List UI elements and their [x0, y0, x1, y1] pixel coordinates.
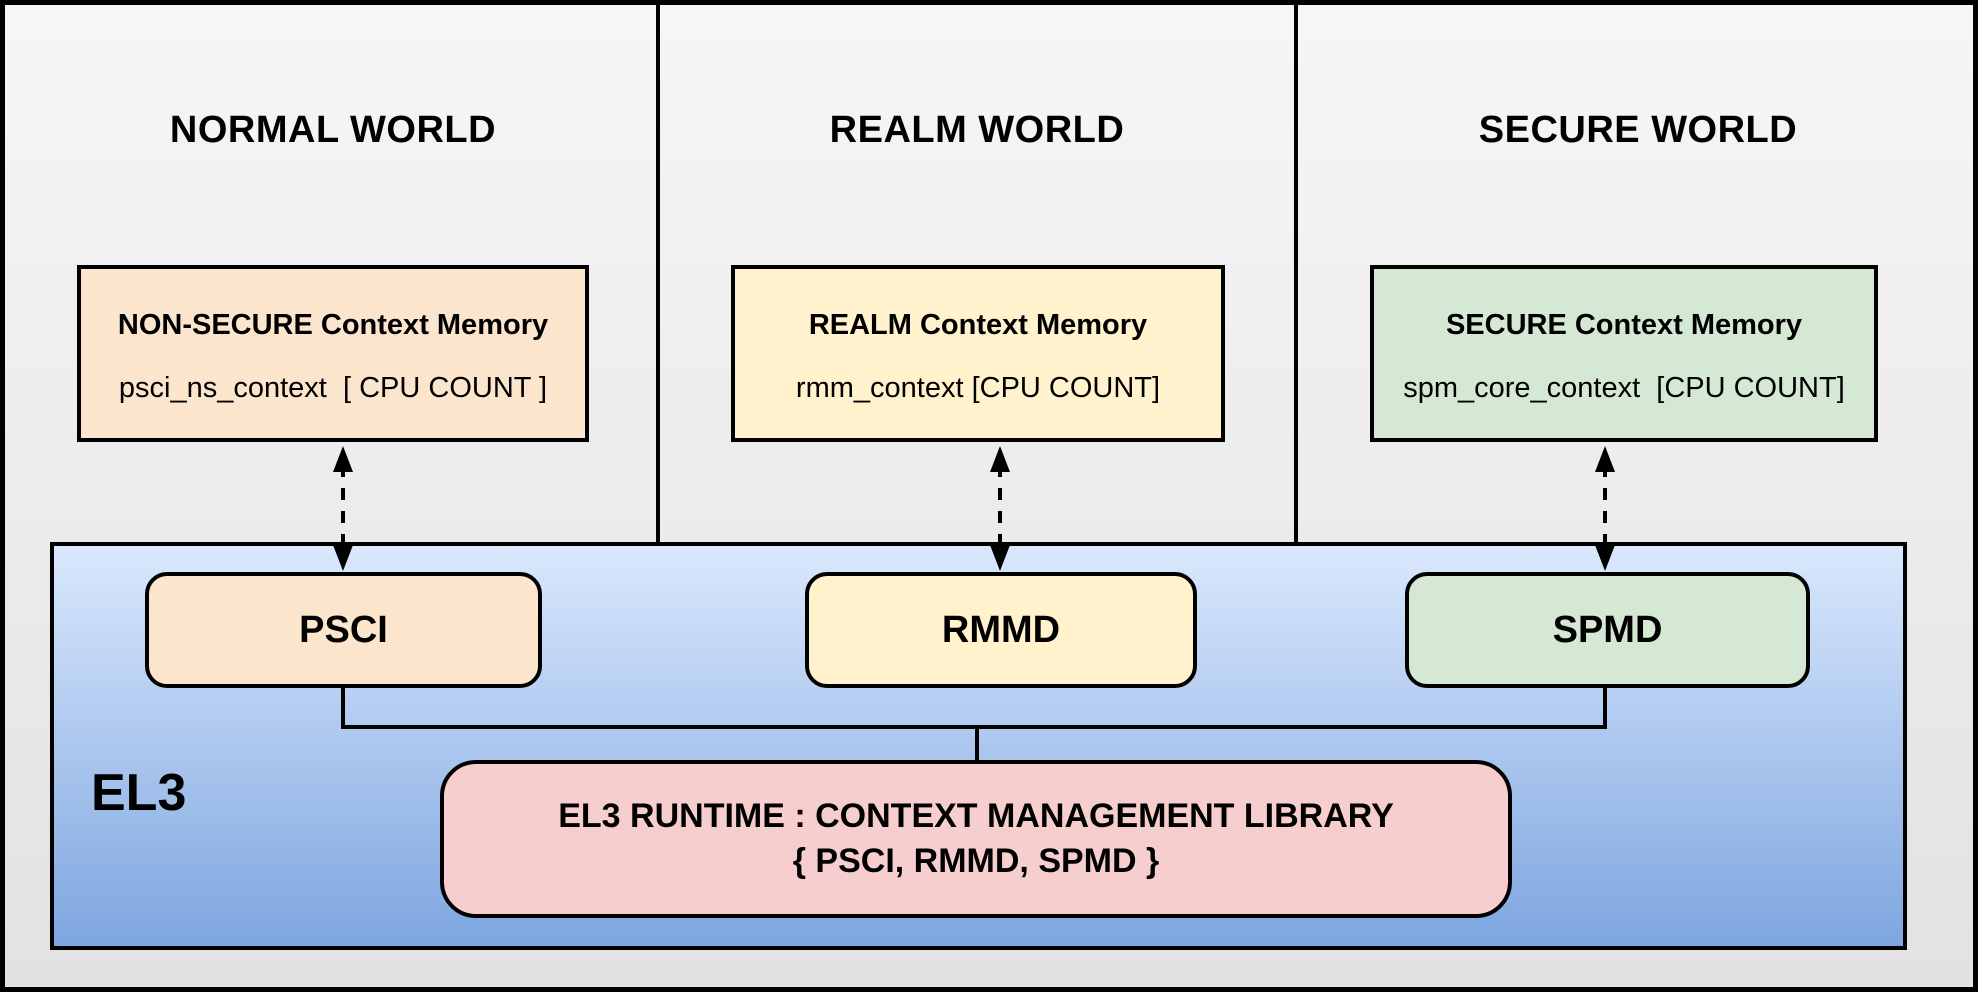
memory-box-subtitle: rmm_context [CPU COUNT]	[795, 371, 1161, 404]
world-title-normal: NORMAL WORLD	[169, 109, 497, 151]
memory-box-subtitle: spm_core_context [CPU COUNT]	[1403, 371, 1845, 404]
memory-box-title: SECURE Context Memory	[1445, 308, 1803, 341]
el3-label: EL3	[91, 764, 187, 822]
memory-box-subtitle: psci_ns_context [ CPU COUNT ]	[118, 371, 548, 404]
component-box-rmmd: RMMD	[805, 572, 1197, 688]
memory-box-title: REALM Context Memory	[808, 308, 1148, 341]
world-panel-divider	[1294, 5, 1298, 545]
world-panel-divider	[656, 5, 660, 545]
memory-box-title: NON-SECURE Context Memory	[117, 308, 549, 341]
el3-runtime-line2: { PSCI, RMMD, SPMD }	[792, 842, 1160, 880]
world-title-secure: SECURE WORLD	[1478, 109, 1798, 151]
memory-box-non-secure: NON-SECURE Context Memory psci_ns_contex…	[77, 265, 589, 442]
el3-runtime-box: EL3 RUNTIME : CONTEXT MANAGEMENT LIBRARY…	[440, 760, 1512, 918]
el3-runtime-line1: EL3 RUNTIME : CONTEXT MANAGEMENT LIBRARY	[558, 797, 1394, 836]
memory-box-secure: SECURE Context Memory spm_core_context […	[1370, 265, 1878, 442]
world-title-realm: REALM WORLD	[829, 109, 1125, 151]
component-box-psci: PSCI	[145, 572, 542, 688]
component-box-spmd: SPMD	[1405, 572, 1810, 688]
memory-box-realm: REALM Context Memory rmm_context [CPU CO…	[731, 265, 1225, 442]
